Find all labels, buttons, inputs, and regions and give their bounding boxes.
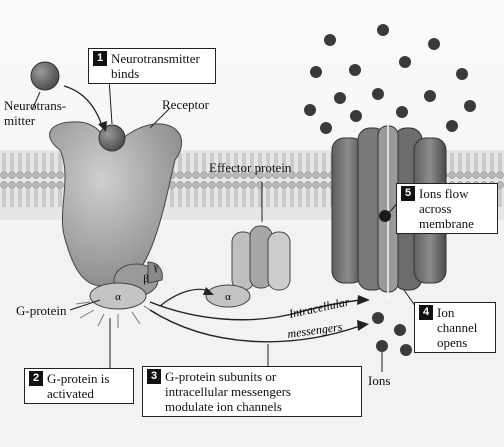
effector-protein-label: Effector protein — [209, 160, 292, 175]
callout-3: 3 G-protein subunits or intracellular mes… — [142, 366, 362, 417]
callout-3-text: G-protein subunits or intracellular mess… — [165, 369, 291, 414]
callout-4-text: Ion channel opens — [437, 305, 478, 350]
callout-2-number: 2 — [29, 371, 43, 386]
messenger-arrow-lower — [149, 309, 361, 343]
messenger-arrowhead-upper — [357, 295, 370, 305]
effector-alpha-letter: α — [225, 291, 231, 303]
g-protein-leader — [69, 299, 101, 311]
g-alpha-letter: α — [115, 291, 121, 303]
callout-4: 4 Ion channel opens — [414, 302, 496, 353]
g-gamma-letter: γ — [153, 262, 159, 273]
g-protein — [89, 261, 163, 310]
callout-1: 1 Neurotransmitter binds — [88, 48, 216, 84]
g-protein-to-effector-arrowhead — [203, 287, 214, 295]
neurotransmitter-molecule — [30, 61, 60, 91]
ions-outside — [304, 24, 476, 134]
g-protein-label: G-protein — [16, 303, 67, 318]
receptor-label: Receptor — [162, 97, 209, 112]
binding-arrowhead — [98, 121, 107, 132]
callout-1-text: Neurotransmitter binds — [111, 51, 200, 81]
g-beta-letter: β — [143, 273, 149, 285]
callout-2: 2 G-protein is activated — [24, 368, 134, 404]
receptor-protein — [49, 121, 183, 287]
messenger-arrowhead-lower — [357, 320, 369, 331]
callout-1-number: 1 — [93, 51, 107, 66]
ions-label: Ions — [368, 373, 391, 388]
callout-2-text: G-protein is activated — [47, 371, 110, 401]
receptor-leader — [149, 107, 171, 129]
neurotransmitter-label: Neurotrans- mitter — [4, 98, 67, 128]
callout-5: 5 Ions flow across membrane — [396, 183, 498, 234]
callout-3-number: 3 — [147, 369, 161, 384]
binding-arrow — [63, 85, 103, 127]
ions-inside — [372, 312, 412, 356]
effector-protein — [205, 225, 291, 308]
messenger-arrow-upper — [149, 299, 361, 321]
callout-4-number: 4 — [419, 305, 433, 320]
ion-in-channel — [379, 210, 391, 222]
callout-5-text: Ions flow across membrane — [419, 186, 474, 231]
callout-5-number: 5 — [401, 186, 415, 201]
neurotransmitter-leader — [31, 91, 41, 111]
effector-alpha-subunit — [205, 284, 251, 308]
